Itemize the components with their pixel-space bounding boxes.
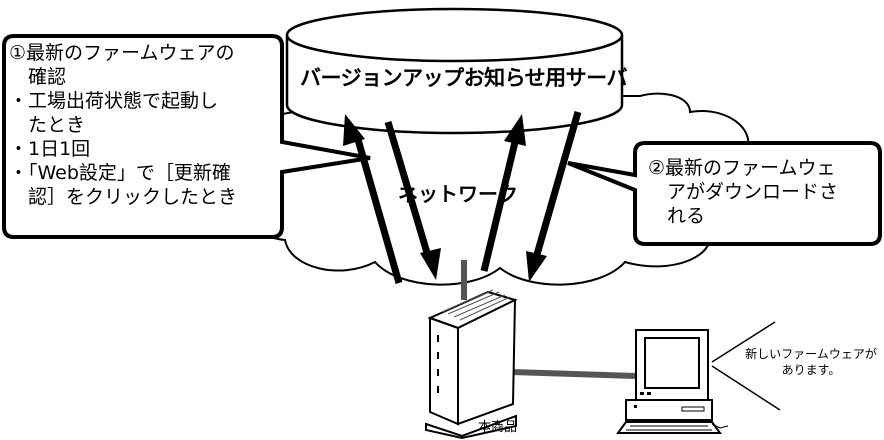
callout-right-bubble xyxy=(567,141,882,246)
callout-left-bubble xyxy=(2,34,371,239)
callout-right-line: れる xyxy=(648,205,706,227)
server-label: バージョンアップお知らせ用サーバ xyxy=(300,66,627,90)
device-label: 本商品 xyxy=(478,420,518,435)
callout-right-line: ②最新のファームウェ xyxy=(648,157,836,179)
server-cylinder xyxy=(285,7,624,135)
callout-left-line: たとき xyxy=(9,114,86,136)
callout-right-text: ②最新のファームウェ アがダウンロードさ れる xyxy=(648,156,876,228)
callout-left-line: ①最新のファームウェアの xyxy=(9,42,235,64)
router-device xyxy=(425,289,518,440)
pc-computer xyxy=(616,329,729,434)
network-label: ネットワーク xyxy=(398,182,518,206)
pc-message: 新しいファームウェアが あります。 xyxy=(738,346,884,378)
callout-left-line: ・工場出荷状態で起動し xyxy=(9,90,219,112)
pc-message-line: あります。 xyxy=(781,363,841,377)
callout-left-text: ①最新のファームウェアの 確認 ・工場出荷状態で起動し たとき ・1日1回 ・「… xyxy=(9,41,281,209)
callout-left-line: 認］をクリックしたとき xyxy=(9,186,238,208)
router-pc-line xyxy=(511,369,637,379)
pc-message-line: 新しいファームウェアが xyxy=(745,347,877,361)
callout-left-line: ・「Web設定」で［更新確 xyxy=(9,162,231,184)
pc-speech-lines xyxy=(711,321,781,411)
callout-left-line: 確認 xyxy=(9,66,67,88)
callout-right-line: アがダウンロードさ xyxy=(648,181,839,203)
arrows xyxy=(343,111,582,284)
callout-left-line: ・1日1回 xyxy=(9,138,91,160)
